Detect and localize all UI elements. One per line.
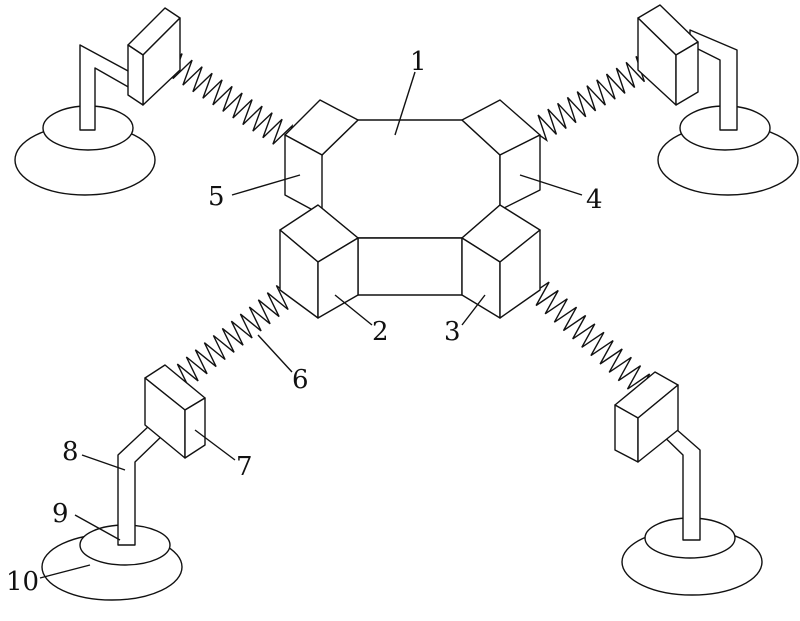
foot-top-left <box>14 44 156 196</box>
spring-bottom-right <box>516 273 651 399</box>
label-4: 4 <box>586 185 603 215</box>
leader-lines <box>39 71 583 579</box>
label-5: 5 <box>208 182 225 212</box>
bracket-top-left <box>127 7 181 106</box>
label-8: 8 <box>62 437 79 467</box>
label-3: 3 <box>444 317 461 347</box>
label-9: 9 <box>52 499 69 529</box>
label-6: 6 <box>292 365 309 395</box>
label-2: 2 <box>372 317 389 347</box>
cube-3 <box>461 204 541 319</box>
foot-top-right <box>657 29 799 196</box>
label-1: 1 <box>410 47 427 77</box>
cube-5 <box>284 99 359 216</box>
cube-4 <box>461 99 541 211</box>
bracket-bottom-right <box>614 371 679 463</box>
bracket-top-right <box>637 4 699 106</box>
bracket-bottom-left <box>144 364 206 459</box>
label-7: 7 <box>236 452 253 482</box>
spring-bottom-left <box>167 276 299 389</box>
label-10: 10 <box>6 567 39 597</box>
cube-2 <box>279 204 359 319</box>
